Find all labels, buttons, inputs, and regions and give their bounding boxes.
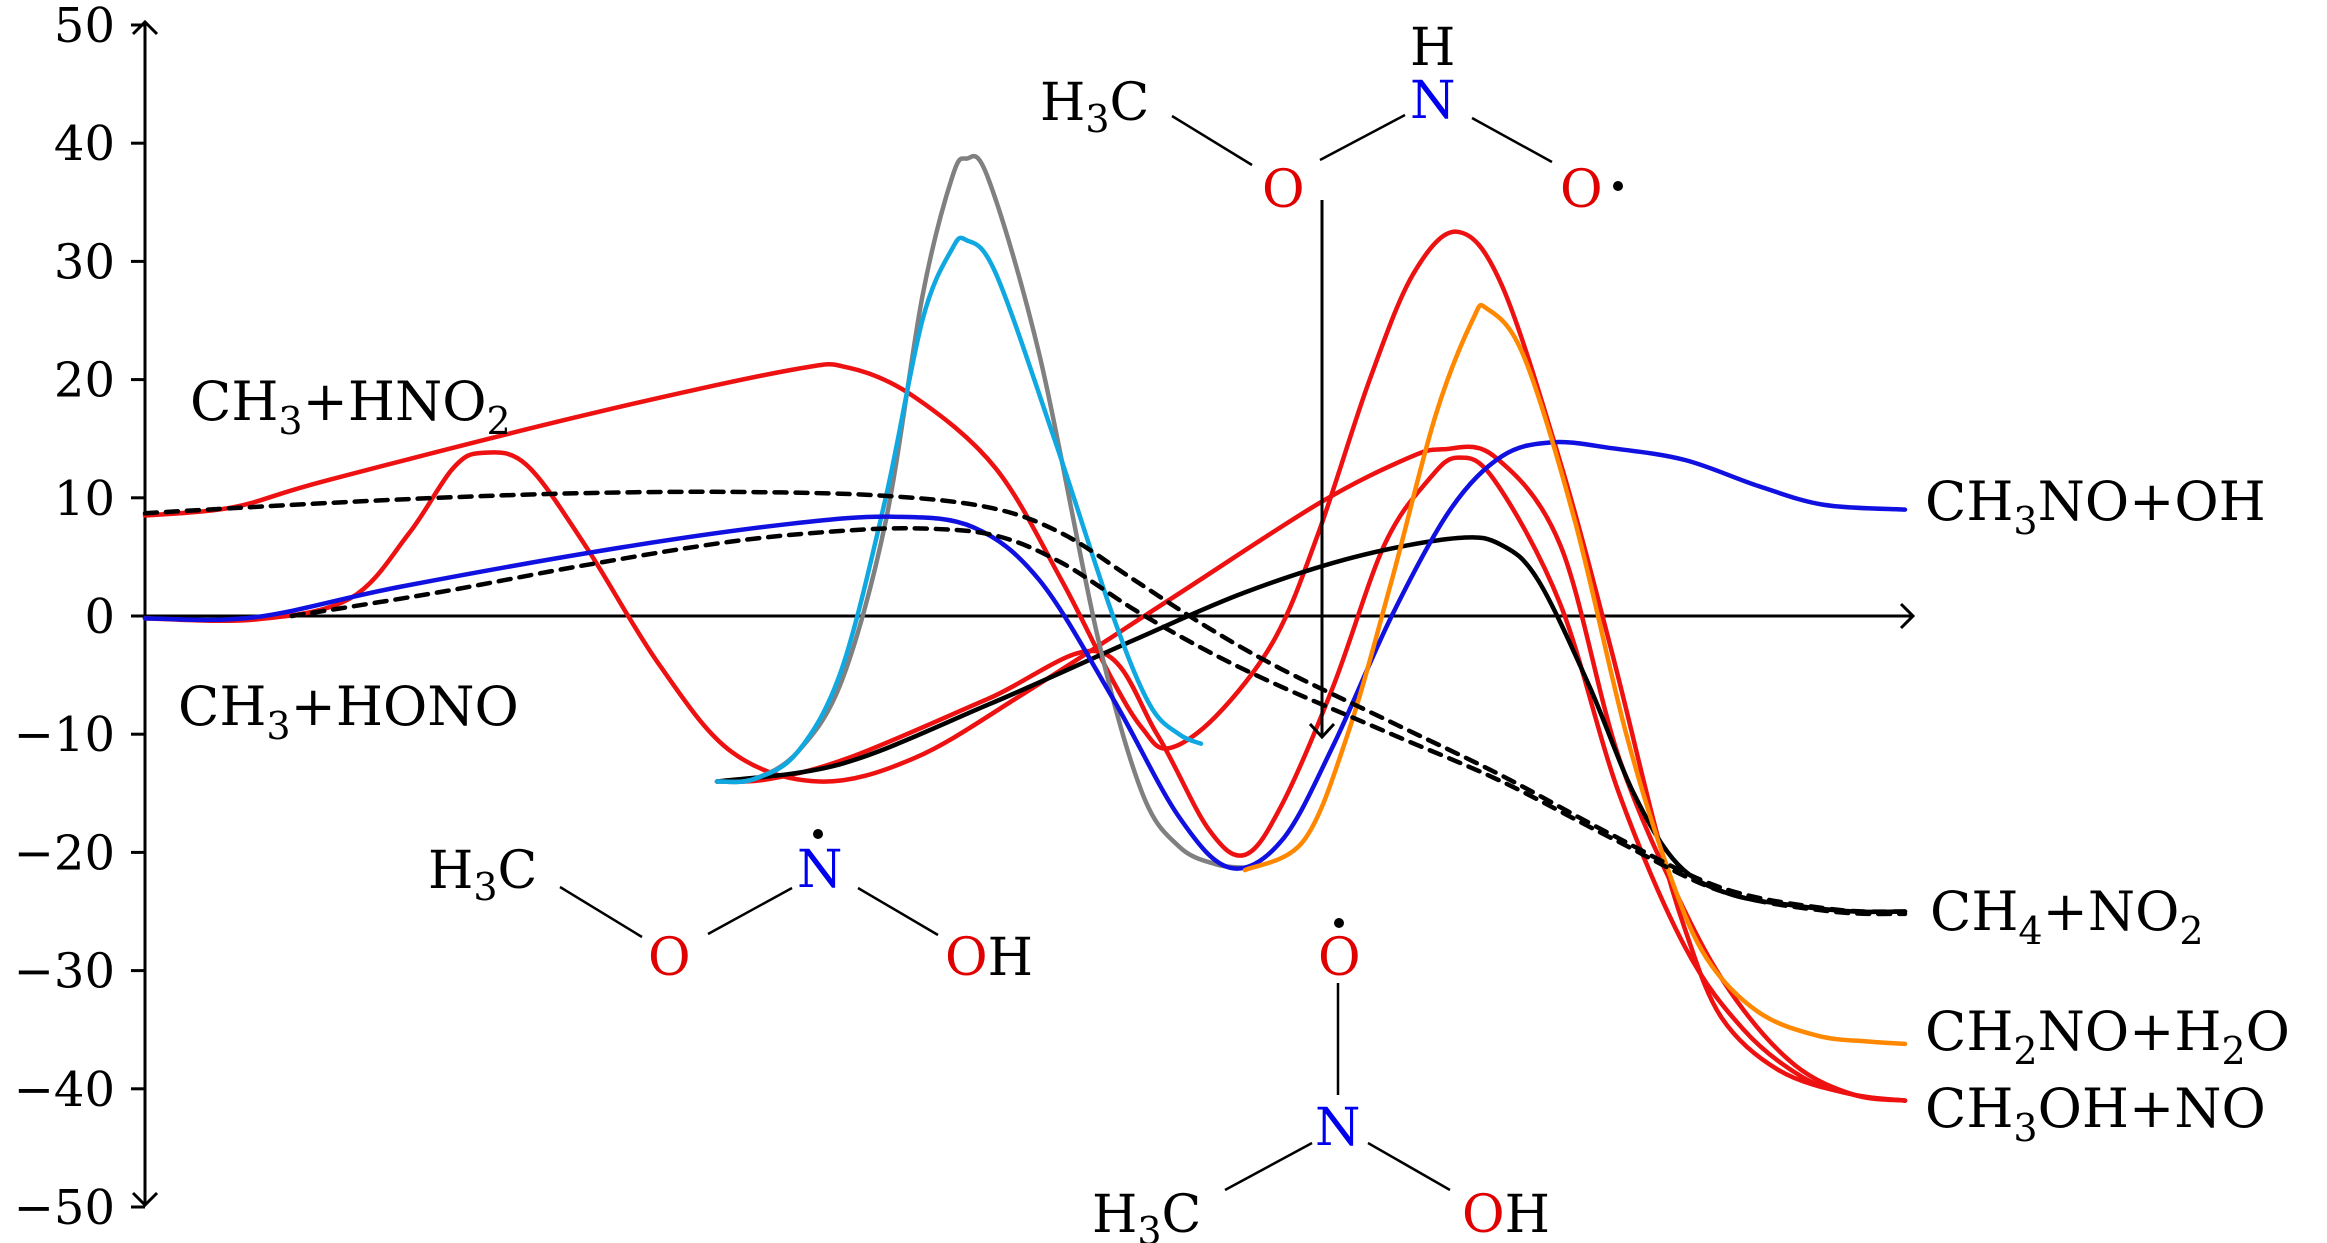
y-tick-label: −40: [14, 1062, 115, 1118]
series-line-gray-4: [714, 154, 1248, 871]
series-line-red-2: [714, 455, 1908, 1103]
label-ch3no-oh: CH3NO+OH: [1925, 470, 2266, 543]
svg-text:N: N: [797, 840, 843, 900]
x-axis-arrow: [1899, 602, 1916, 630]
radical-dot: [813, 829, 823, 839]
series-line-orange-7: [1242, 302, 1908, 1047]
svg-text:N: N: [1315, 1098, 1361, 1158]
series-line-blue-6: [142, 439, 1908, 871]
label-ch3-hono: CH3+HONO: [178, 675, 519, 748]
energy-curves: [142, 154, 1908, 1103]
svg-text:CH4+NO2: CH4+NO2: [1930, 880, 2204, 953]
radical-dot: [1334, 918, 1344, 928]
radical-dot: [1613, 181, 1623, 191]
svg-text:N: N: [1410, 71, 1456, 131]
series-line-black-dashed-8: [142, 489, 1908, 914]
label-ch3-hno2: CH3+HNO2: [190, 370, 511, 443]
svg-text:CH3OH+NO: CH3OH+NO: [1925, 1077, 2266, 1150]
svg-text:H3C: H3C: [1040, 73, 1149, 141]
y-tick-label: 10: [54, 471, 115, 527]
series-line-black-3: [714, 535, 1908, 915]
series-line-black-dashed-9: [289, 525, 1908, 917]
svg-text:O: O: [1560, 160, 1603, 220]
molecule-left: H3C O N OH: [428, 829, 1033, 988]
y-tick-label: 20: [54, 353, 115, 409]
label-ch3oh-no: CH3OH+NO: [1925, 1077, 2266, 1150]
svg-text:OH: OH: [945, 928, 1033, 988]
svg-text:CH2NO+H2O: CH2NO+H2O: [1925, 1000, 2290, 1073]
y-axis-bottom-arrow: [131, 1191, 159, 1208]
molecule-bottom: O N H3C OH: [1092, 918, 1550, 1243]
svg-text:H: H: [1410, 18, 1455, 78]
svg-text:OH: OH: [1462, 1185, 1550, 1243]
svg-text:O: O: [648, 928, 691, 988]
svg-text:CH3+HNO2: CH3+HNO2: [190, 370, 511, 443]
y-tick-label: −50: [14, 1180, 115, 1236]
y-ticks: 50 40 30 20 10 0 −10 −20 −30 −40 −50: [14, 0, 145, 1236]
svg-text:H3C: H3C: [428, 841, 537, 909]
svg-text:H3C: H3C: [1092, 1185, 1201, 1243]
axes: [131, 19, 1916, 1208]
y-tick-label: 0: [84, 589, 115, 645]
y-tick-label: 50: [54, 0, 115, 54]
y-tick-label: −10: [14, 707, 115, 763]
y-axis-top-arrow: [131, 19, 159, 36]
svg-text:CH3+HONO: CH3+HONO: [178, 675, 519, 748]
y-tick-label: 40: [54, 116, 115, 172]
y-tick-label: −30: [14, 944, 115, 1000]
series-line-cyan-5: [714, 235, 1204, 785]
pointer-arrowhead: [1308, 722, 1336, 740]
y-tick-label: 30: [54, 234, 115, 290]
svg-text:CH3NO+OH: CH3NO+OH: [1925, 470, 2266, 543]
molecule-top: H3C O N H O: [1040, 18, 1623, 740]
label-ch2no-h2o: CH2NO+H2O: [1925, 1000, 2290, 1073]
svg-text:O: O: [1262, 160, 1305, 220]
y-tick-label: −20: [14, 825, 115, 881]
svg-text:O: O: [1318, 928, 1361, 988]
label-ch4-no2: CH4+NO2: [1930, 880, 2204, 953]
